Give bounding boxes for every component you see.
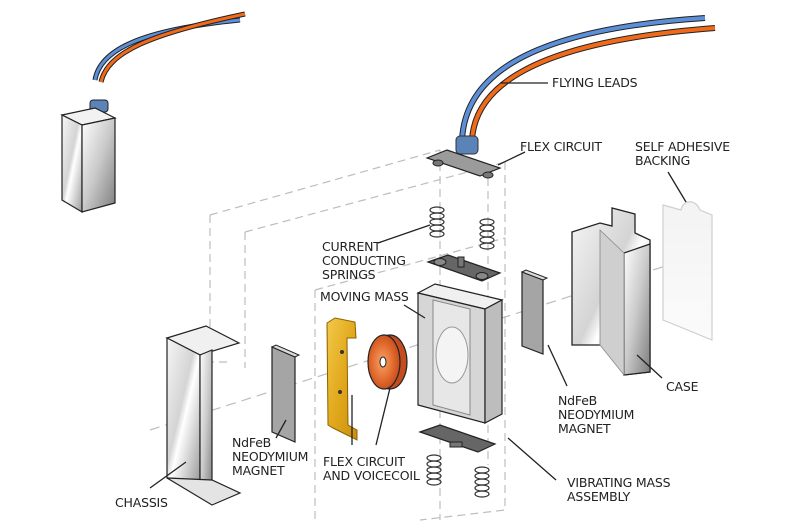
moving-mass: [416, 283, 504, 424]
label-line: CASE: [666, 379, 699, 394]
leader-self-adhesive-backing: [667, 171, 687, 203]
label-line: CHASSIS: [115, 495, 168, 510]
label-current-conducting-springs: CURRENT CONDUCTING SPRINGS: [322, 240, 406, 282]
label-line: FLEX CIRCUIT: [520, 139, 602, 154]
label-line: CURRENT: [322, 239, 381, 254]
label-line: MAGNET: [558, 421, 611, 436]
leader-vibrating-mass: [507, 437, 557, 481]
leader-moving-mass: [403, 304, 426, 319]
leader-case: [636, 354, 663, 379]
label-flying-leads: FLYING LEADS: [552, 75, 638, 90]
contact-plate-bottom: [418, 424, 497, 453]
label-line: SPRINGS: [322, 267, 376, 282]
label-line: VIBRATING MASS: [567, 475, 671, 490]
case: [571, 207, 651, 377]
label-vibrating-mass-assembly: VIBRATING MASS ASSEMBLY: [567, 475, 671, 504]
label-line: NEODYMIUM: [558, 407, 635, 422]
label-magnet-left: NdFeB NEODYMIUM MAGNET: [232, 436, 308, 478]
leader-springs: [377, 224, 431, 244]
springs-bottom: [426, 454, 490, 498]
leader-lines: [149, 82, 687, 489]
label-self-adhesive-backing: SELF ADHESIVE BACKING: [635, 140, 730, 168]
label-line: CONDUCTING: [322, 253, 406, 268]
label-line: FLEX CIRCUIT: [323, 454, 405, 469]
label-case: CASE: [666, 379, 699, 394]
label-flex-circuit-voicecoil: FLEX CIRCUIT AND VOICECOIL: [323, 455, 420, 483]
leader-magnet-left: [275, 419, 287, 439]
label-line: MOVING MASS: [320, 289, 409, 304]
label-flex-circuit: FLEX CIRCUIT: [520, 140, 602, 154]
magnet-right: [520, 269, 549, 355]
self-adhesive-backing: [662, 201, 713, 341]
label-line: BACKING: [635, 153, 691, 168]
label-line: FLYING LEADS: [552, 75, 638, 90]
label-line: NdFeB: [232, 435, 272, 450]
label-chassis: CHASSIS: [115, 496, 168, 510]
label-line: NEODYMIUM: [232, 449, 309, 464]
label-magnet-right: NdFeB NEODYMIUM MAGNET: [558, 394, 634, 436]
voice-coil: [367, 334, 408, 390]
flying-leads: [455, 15, 716, 155]
magnet-left: [270, 344, 301, 443]
assembled-unit: [60, 11, 246, 214]
leader-voicecoil: [375, 387, 391, 446]
label-line: MAGNET: [232, 463, 285, 478]
springs-top: [429, 206, 495, 250]
leader-flex-circuit: [497, 151, 526, 166]
flex-circuit-top: [425, 149, 502, 179]
label-line: ASSEMBLY: [567, 489, 631, 504]
label-line: NdFeB: [558, 393, 598, 408]
chassis: [165, 325, 242, 506]
leader-chassis: [149, 461, 187, 489]
flex-circuit-gold: [326, 317, 358, 441]
leader-magnet-right: [547, 344, 568, 387]
label-line: SELF ADHESIVE: [635, 139, 730, 154]
label-line: AND VOICECOIL: [323, 468, 420, 483]
label-moving-mass: MOVING MASS: [320, 290, 409, 304]
contact-plate-top: [426, 254, 502, 282]
